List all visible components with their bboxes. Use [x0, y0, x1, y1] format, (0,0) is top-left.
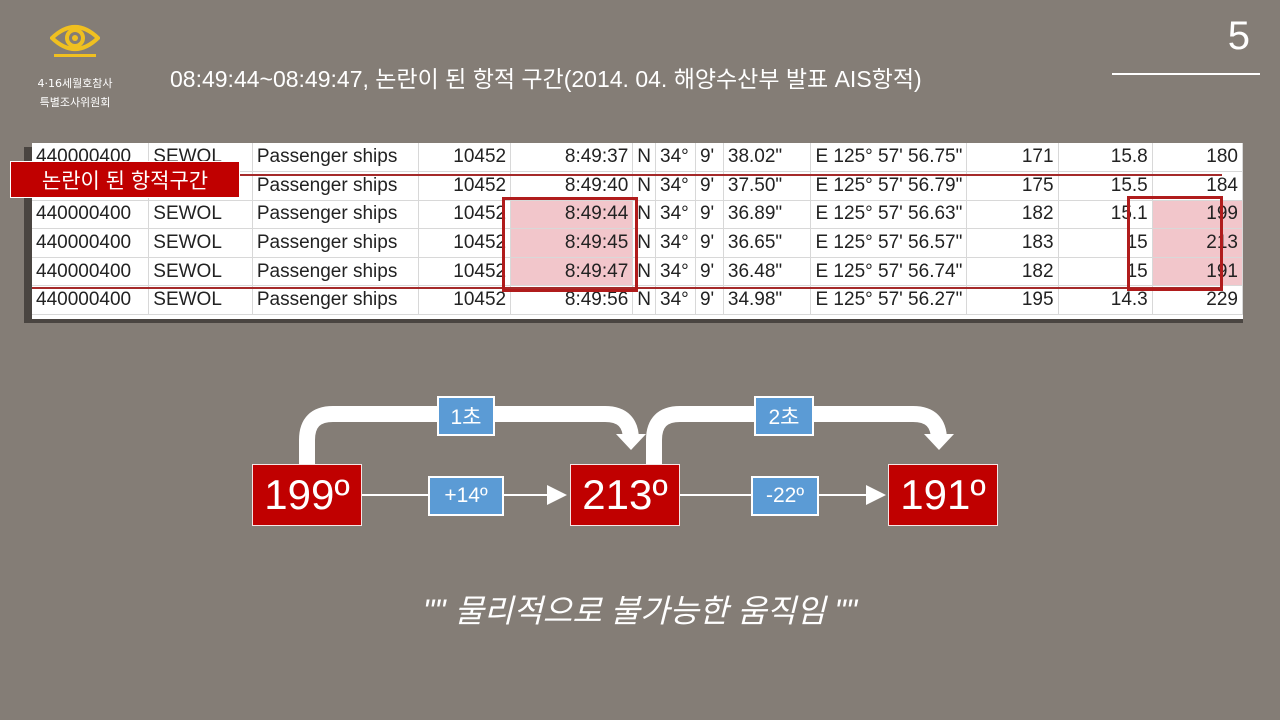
table-cell: Passenger ships — [252, 200, 419, 230]
table-cell: 213 — [1152, 228, 1243, 258]
table-cell: N — [632, 171, 657, 201]
table-cell: SEWOL — [148, 228, 253, 258]
table-cell: 440000400 — [32, 257, 150, 287]
table-cell: N — [632, 257, 657, 287]
eye-icon — [50, 25, 100, 57]
table-cell: 199 — [1152, 200, 1243, 230]
table-cell: 191 — [1152, 257, 1243, 287]
range-top-line — [238, 174, 1222, 176]
table-cell: 10452 — [418, 200, 512, 230]
table-cell: Passenger ships — [252, 171, 419, 201]
table-cell: 9' — [695, 228, 724, 258]
table-cell: 9' — [695, 285, 724, 316]
table-cell: E 125° 57' 56.57" — [810, 228, 968, 258]
table-cell: N — [632, 200, 657, 230]
table-cell: E 125° 57' 56.63" — [810, 200, 968, 230]
table-cell: 8:49:40 — [510, 171, 634, 201]
table-cell: 184 — [1152, 171, 1243, 201]
table-cell: 36.48" — [723, 257, 812, 287]
table-cell: N — [632, 143, 657, 173]
table-cell: E 125° 57' 56.74" — [810, 257, 968, 287]
table-cell: 10452 — [418, 143, 512, 173]
logo-line-2: 특별조사위원회 — [39, 96, 111, 109]
table-cell: 15 — [1058, 228, 1153, 258]
table-cell: 440000400 — [32, 200, 150, 230]
table-cell: 195 — [966, 285, 1059, 316]
table-cell: 34° — [655, 257, 696, 287]
table-cell: 9' — [695, 200, 724, 230]
table-cell: N — [632, 285, 657, 316]
table-cell: 10452 — [418, 285, 512, 316]
table-cell: Passenger ships — [252, 285, 419, 316]
interval-1s-badge: 1초 — [437, 396, 495, 436]
table-cell: 15 — [1058, 257, 1153, 287]
interval-2s-badge: 2초 — [754, 396, 814, 436]
table-cell: 8:49:47 — [510, 257, 634, 287]
table-cell: 9' — [695, 257, 724, 287]
heading-highlight-box — [1127, 196, 1223, 291]
table-cell: 34° — [655, 171, 696, 201]
change-minus22-badge: -22º — [751, 476, 819, 516]
table-cell: 36.65" — [723, 228, 812, 258]
range-bottom-line — [32, 287, 1222, 289]
table-cell: SEWOL — [148, 257, 253, 287]
table-cell: 440000400 — [32, 228, 150, 258]
table-cell: 8:49:44 — [510, 200, 634, 230]
page-title: 08:49:44~08:49:47, 논란이 된 항적 구간(2014. 04.… — [170, 66, 922, 92]
time-highlight-box — [502, 197, 638, 292]
table-cell: 34.98" — [723, 285, 812, 316]
table-cell: 15.5 — [1058, 171, 1153, 201]
heading-191: 191º — [888, 464, 998, 526]
table-cell: N — [632, 228, 657, 258]
table-cell: 171 — [966, 143, 1059, 173]
table-cell: 10452 — [418, 228, 512, 258]
heading-199: 199º — [252, 464, 362, 526]
header-divider — [1112, 73, 1260, 75]
table-cell: Passenger ships — [252, 143, 419, 173]
table-cell: 36.89" — [723, 200, 812, 230]
page-number: 5 — [1227, 14, 1250, 58]
table-cell: 182 — [966, 200, 1059, 230]
table-cell: 34° — [655, 143, 696, 173]
table-cell: SEWOL — [148, 285, 253, 316]
table-cell: E 125° 57' 56.79" — [810, 171, 968, 201]
table-cell: 9' — [695, 171, 724, 201]
table-cell: Passenger ships — [252, 257, 419, 287]
table-cell: E 125° 57' 56.75" — [810, 143, 968, 173]
table-cell: 9' — [695, 143, 724, 173]
table-cell: 183 — [966, 228, 1059, 258]
conclusion-quote: "" 물리적으로 불가능한 움직임 "" — [422, 593, 858, 629]
table-cell: 38.02" — [723, 143, 812, 173]
logo: 4·16세월호참사 특별조사위원회 — [30, 20, 120, 120]
heading-213: 213º — [570, 464, 680, 526]
table-cell: 37.50" — [723, 171, 812, 201]
table-cell: 10452 — [418, 171, 512, 201]
table-cell: 34° — [655, 200, 696, 230]
table-cell: 182 — [966, 257, 1059, 287]
table-cell: E 125° 57' 56.27" — [810, 285, 968, 316]
table-cell: 8:49:37 — [510, 143, 634, 173]
table-cell: SEWOL — [148, 200, 253, 230]
table-cell: 34° — [655, 228, 696, 258]
table-cell: 175 — [966, 171, 1059, 201]
table-cell: 34° — [655, 285, 696, 316]
table-cell: 180 — [1152, 143, 1243, 173]
table-cell: 10452 — [418, 257, 512, 287]
disputed-section-label: 논란이 된 항적구간 — [10, 161, 240, 198]
table-cell: 15.8 — [1058, 143, 1153, 173]
table-cell: 8:49:45 — [510, 228, 634, 258]
table-cell: 440000400 — [32, 285, 150, 316]
change-plus14-badge: +14º — [428, 476, 504, 516]
table-cell: Passenger ships — [252, 228, 419, 258]
logo-line-1: 4·16세월호참사 — [37, 77, 113, 90]
